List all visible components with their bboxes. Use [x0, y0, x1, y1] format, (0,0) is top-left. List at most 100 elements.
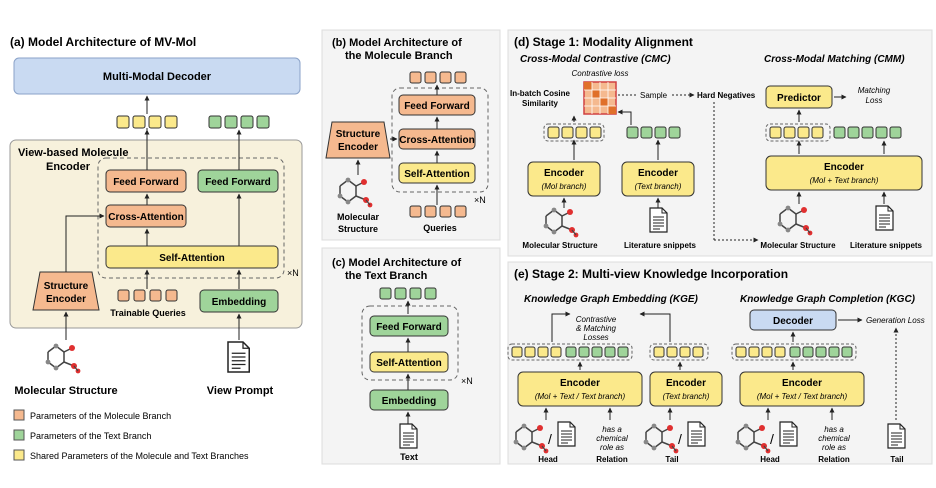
feed-forward-b	[398, 94, 476, 116]
mol-output-tokens	[116, 115, 178, 129]
panel-e-relation-1-text: has a	[824, 425, 844, 434]
document-icon-a	[227, 341, 250, 373]
panel-e-decoder-text: Decoder	[773, 316, 813, 327]
panel-d-predictor-text: Predictor	[777, 93, 821, 104]
panel-b-structure-encoder-2-text: Encoder	[338, 142, 378, 153]
panel-b-repeat-text: ×N	[474, 195, 486, 205]
document-icon-e1	[557, 421, 576, 447]
panel-d-mol-branch-text: (Mol branch)	[542, 182, 587, 191]
panel-c-self-attention-text: Self-Attention	[376, 358, 442, 369]
panel-c-repeat-text: ×N	[461, 376, 473, 386]
panel-d-cmm-title-text: Cross-Modal Matching (CMM)	[764, 54, 905, 65]
panel-c-text-text: Text	[400, 452, 418, 462]
document-icon-d2	[875, 205, 894, 231]
panel-e-title-text: (e) Stage 2: Multi-view Knowledge Incorp…	[514, 267, 788, 281]
panel-e-relation-text: Relation	[818, 455, 850, 464]
panel-e-losses-1-text: Contrastive	[576, 315, 617, 324]
trainable-queries-label: Trainable Queries	[110, 308, 186, 318]
encoder-kgc	[739, 371, 865, 407]
panel-d-encoder-text: Encoder	[824, 162, 864, 173]
kge-head-tokens	[507, 343, 633, 361]
self-attention-b	[398, 162, 476, 184]
panel-e-encoder-text: Encoder	[782, 378, 822, 389]
embedding-c	[369, 389, 449, 411]
molecule-icon-a	[44, 342, 82, 375]
panel-c-title-2-text: the Text Branch	[345, 270, 428, 282]
document-icon-e3	[779, 421, 798, 447]
encoder-mol-d	[527, 161, 601, 197]
document-icon-d1	[649, 207, 668, 233]
embedding-box-a	[199, 289, 279, 313]
panel-b-structure-encoder-1-text: Structure	[336, 129, 381, 140]
legend-2-label-text: Shared Parameters of the Molecule and Te…	[30, 451, 249, 461]
encoder-title-1: View-based Molecule	[18, 147, 128, 159]
self-attention-label: Self-Attention	[159, 253, 225, 264]
panel-e-generation-loss-text: Generation Loss	[866, 316, 925, 325]
panel-e-relation-2-text: chemical	[596, 434, 628, 443]
self-attention-box	[105, 245, 279, 269]
panel-e-tail-text: Tail	[890, 455, 903, 464]
panel-d-molecular-structure-text: Molecular Structure	[760, 241, 836, 250]
panel-c-embedding-text: Embedding	[382, 396, 436, 407]
panel-d-in-batch-1-text: In-batch Cosine	[510, 89, 571, 98]
legend-0-label-text: Parameters of the Molecule Branch	[30, 411, 171, 421]
panel-d-hard-negatives-text: Hard Negatives	[697, 91, 756, 100]
panel-a-title: (a) Model Architecture of MV-Mol	[10, 35, 196, 49]
self-attention-c	[369, 351, 449, 373]
repeat-label: ×N	[287, 268, 299, 278]
document-icon-c	[399, 423, 418, 449]
panel-a-molecular-structure-text: Molecular Structure	[14, 385, 117, 397]
panel-a-embedding-text: Embedding	[212, 297, 266, 308]
encoder-kge-head	[517, 371, 643, 407]
panel-b-molecular-2-text: Structure	[338, 224, 378, 234]
structure-encoder-a	[32, 271, 100, 311]
trainable-query-tokens	[117, 289, 178, 302]
panel-c-feed-forward-text: Feed Forward	[376, 322, 442, 333]
panel-e-encoder-text: Encoder	[666, 378, 706, 389]
panel-b-query-tokens	[409, 205, 467, 218]
panel-d-bg	[507, 29, 933, 257]
panel-e-relation-3-text: role as	[600, 443, 624, 452]
multimodal-decoder-label: Multi-Modal Decoder	[103, 71, 212, 83]
panel-e-kgc-title-text: Knowledge Graph Completion (KGC)	[740, 294, 916, 305]
panel-d-literature-snippets-text: Literature snippets	[624, 241, 697, 250]
similarity-matrix	[583, 81, 617, 115]
panel-b-self-attention-text: Self-Attention	[404, 169, 470, 180]
panel-d-literature-snippets-text: Literature snippets	[850, 241, 923, 250]
panel-d-text-branch-text: (Text branch)	[635, 182, 682, 191]
slash-e1: /	[548, 431, 552, 447]
feed-forward-mol-label: Feed Forward	[113, 177, 179, 188]
panel-b-queries-text: Queries	[423, 223, 457, 233]
panel-b: (b) Model Architecture of the Molecule B…	[325, 37, 489, 234]
panel-d-title-text: (d) Stage 1: Modality Alignment	[514, 35, 693, 49]
panel-d: (d) Stage 1: Modality Alignment Cross-Mo…	[510, 35, 923, 250]
panel-e-losses-2-text: & Matching	[576, 324, 617, 333]
panel-a: (a) Model Architecture of MV-Mol Multi-M…	[9, 35, 303, 397]
panel-e-relation-2-text: chemical	[818, 434, 850, 443]
feed-forward-text-box	[197, 169, 279, 193]
panel-d-matching-loss-2-text: Loss	[866, 96, 883, 105]
cmm-tokens	[765, 123, 902, 142]
panel-e-mol-text-text-text: (Mol + Text / Text branch)	[757, 392, 848, 401]
panel-b-title-2-text: the Molecule Branch	[345, 50, 453, 62]
panel-c: (c) Model Architecture of the Text Branc…	[332, 257, 473, 462]
panel-e-tail-text: Tail	[665, 455, 678, 464]
panel-b-output-tokens	[409, 71, 467, 84]
panel-e: (e) Stage 2: Multi-view Knowledge Incorp…	[507, 267, 925, 464]
panel-d-matching-loss-1-text: Matching	[858, 86, 891, 95]
panel-d-cmc-title-text: Cross-Modal Contrastive (CMC)	[520, 54, 671, 65]
panel-e-losses-3-text: Losses	[583, 333, 608, 342]
kge-tail-tokens	[649, 343, 709, 361]
slash-e3: /	[770, 431, 774, 447]
panel-e-relation-text: Relation	[596, 455, 628, 464]
predictor-box	[765, 85, 833, 109]
multimodal-decoder-box	[13, 57, 301, 95]
panel-a-structure-encoder-1-text: Structure	[44, 281, 89, 292]
repeat-block	[97, 157, 285, 279]
panel-e-relation-1-text: has a	[602, 425, 622, 434]
panel-a-structure-encoder-2-text: Encoder	[46, 294, 86, 305]
panel-e-relation-3-text: role as	[822, 443, 846, 452]
panel-e-text-branch-text: (Text branch)	[663, 392, 710, 401]
encoder-title-2: Encoder	[46, 161, 91, 173]
panel-e-head-text: Head	[538, 455, 558, 464]
